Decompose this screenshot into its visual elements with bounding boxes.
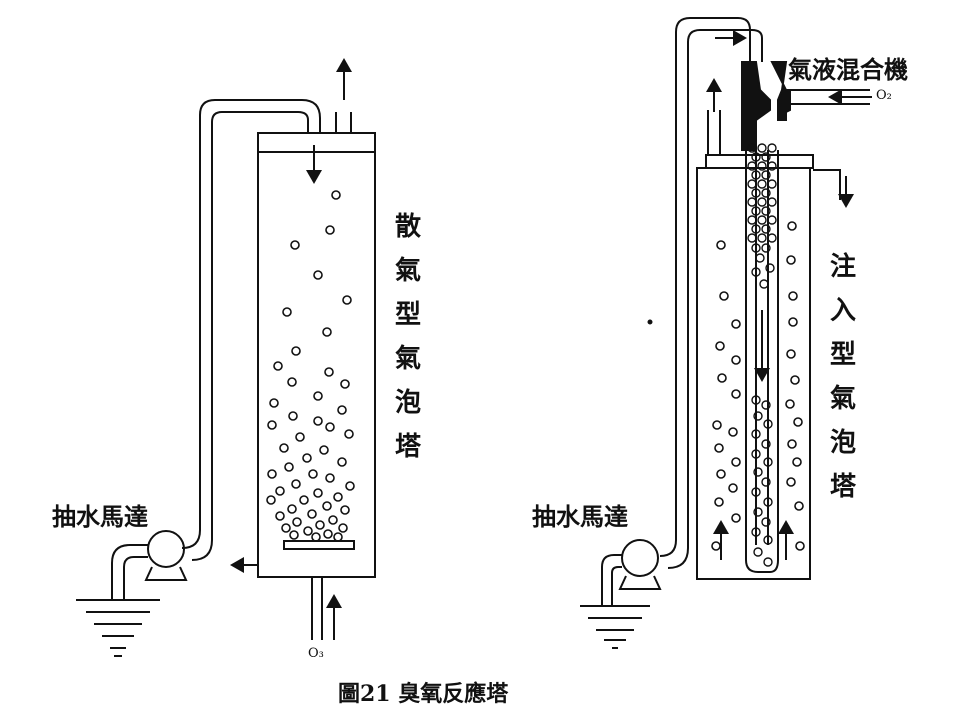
left-gas-label: O₃ (308, 646, 324, 661)
right-tower-name-char: 塔 (830, 472, 857, 502)
figure-caption: 圖21 臭氧反應塔 (338, 681, 509, 707)
left-tower-body (257, 132, 376, 578)
left-tower-name-char: 泡 (395, 388, 422, 418)
speck (647, 319, 653, 325)
right-pump-label: 抽水馬達 (532, 502, 628, 531)
right-tower-name-char: 入 (830, 296, 857, 326)
left-bubbles (266, 190, 355, 542)
right-water-source (580, 605, 650, 649)
right-injection-tube (745, 150, 779, 573)
right-tower (580, 17, 872, 649)
right-pump-base (618, 575, 662, 590)
right-tower-name-char: 型 (830, 340, 857, 370)
right-bubbles (711, 221, 805, 551)
left-return-pipe-inner (191, 111, 309, 561)
right-suction-pipe (601, 554, 622, 606)
right-vent-pipe (707, 110, 721, 155)
left-pump-base (144, 566, 188, 581)
left-gas-inlet-pipe (311, 577, 323, 640)
left-tower-name: 散 氣 型 氣 泡 塔 (395, 205, 421, 469)
left-suction-pipe (111, 544, 148, 600)
right-gas-label: O₂ (876, 88, 892, 103)
right-return-pipe-inner (667, 29, 763, 569)
right-tower-name-char: 注 (830, 252, 857, 282)
right-tower-name: 注 入 型 氣 泡 塔 (830, 245, 856, 509)
right-tower-name-char: 氣 (830, 384, 857, 414)
left-return-pipe-outer (181, 99, 321, 549)
right-tube-bubbles (747, 143, 777, 567)
right-inner-tube (755, 150, 769, 545)
right-pump (621, 539, 659, 577)
right-return-pipe-outer (659, 17, 751, 557)
right-outlet-pipe (813, 169, 841, 200)
mixer-label: 氣液混合機 (788, 55, 908, 84)
left-water-source (76, 599, 160, 657)
left-tower-name-char: 型 (395, 300, 422, 330)
left-tower-name-char: 氣 (395, 256, 422, 286)
left-tower-name-char: 散 (395, 212, 422, 242)
left-pump-label: 抽水馬達 (52, 502, 148, 531)
left-vent-pipe (335, 112, 352, 133)
right-tower-name-char: 泡 (830, 428, 857, 458)
gas-liquid-mixer-left (741, 61, 771, 151)
left-diffuser (283, 540, 355, 550)
left-tower-name-char: 塔 (395, 432, 422, 462)
left-tower (76, 58, 376, 657)
left-tower-name-char: 氣 (395, 344, 422, 374)
left-pump (147, 530, 185, 568)
